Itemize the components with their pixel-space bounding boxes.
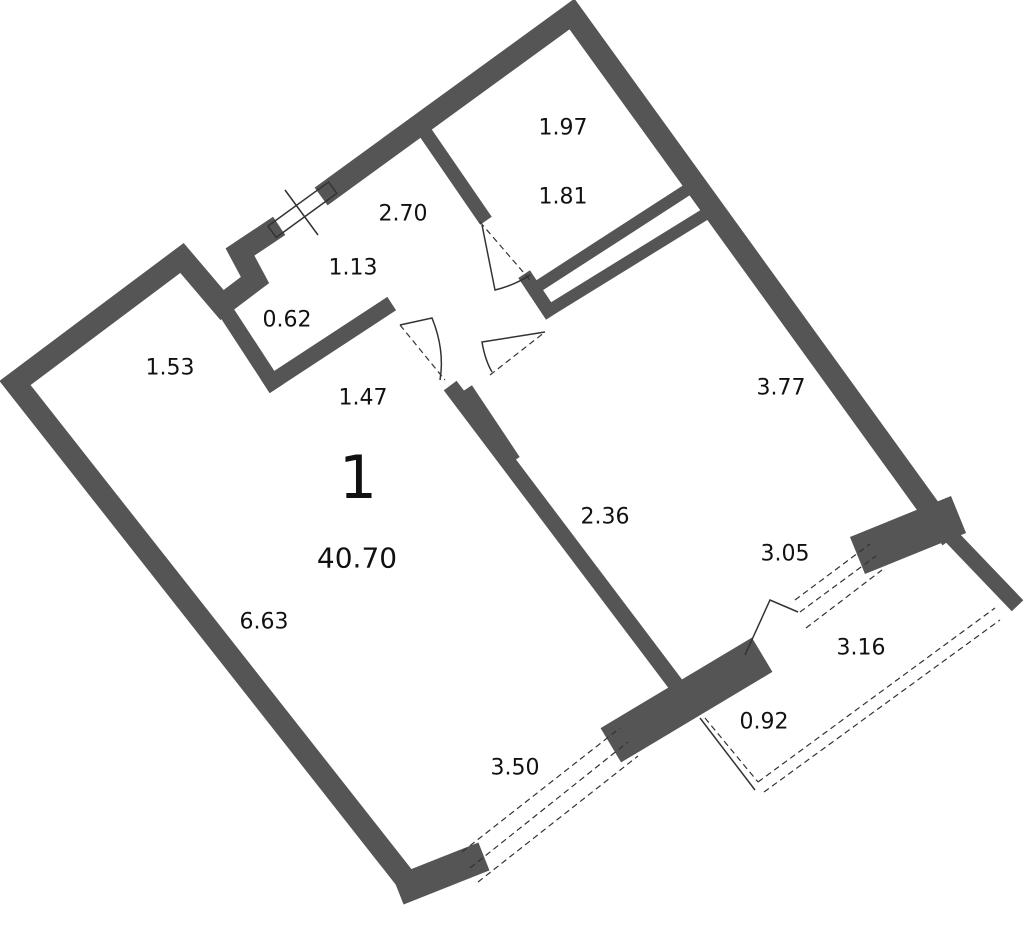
partition-closet-lower <box>518 270 558 320</box>
balcony-side-wall <box>933 518 1024 612</box>
dim-hall-length: 2.70 <box>378 201 428 227</box>
partition-niche <box>213 298 284 394</box>
dim-niche-width: 0.62 <box>262 307 312 333</box>
dim-balcony-length: 3.16 <box>836 635 886 661</box>
partition-living-kitchen <box>443 380 692 702</box>
dim-kitchen-window: 3.05 <box>760 541 810 567</box>
dim-closet-length: 1.81 <box>538 184 588 210</box>
dim-closet-width: 1.97 <box>538 115 588 141</box>
dim-kitchen-length: 3.77 <box>756 375 806 401</box>
room-number: 1 <box>338 443 378 513</box>
partition-closet <box>415 122 492 225</box>
living-bottom-wall <box>392 842 490 905</box>
living-window <box>469 741 629 869</box>
dim-kitchen-width: 2.36 <box>580 504 630 530</box>
partition-shelf-1 <box>531 179 699 294</box>
vent-window <box>266 180 338 239</box>
partition-hall-kitchen <box>460 385 520 465</box>
dim-hall-width: 1.13 <box>328 255 378 281</box>
pier-wall <box>600 637 773 763</box>
door-swing <box>481 224 531 291</box>
partition-shelf-2 <box>541 201 721 319</box>
dim-balcony-width: 0.92 <box>739 709 789 735</box>
dim-living-length: 6.63 <box>239 609 289 635</box>
door-swing <box>399 317 443 381</box>
kitchen-pier-wall <box>849 495 967 575</box>
dim-living-window: 3.50 <box>490 755 540 781</box>
outer-wall-top <box>314 0 961 546</box>
door-swing <box>481 331 546 373</box>
partition-entry <box>260 296 397 394</box>
dim-living-entry: 1.47 <box>338 385 388 411</box>
total-area: 40.70 <box>316 541 398 575</box>
kitchen-window <box>799 555 877 613</box>
dim-living-top: 1.53 <box>145 355 195 381</box>
balcony-door <box>744 599 799 656</box>
balcony-glazing <box>757 607 996 783</box>
